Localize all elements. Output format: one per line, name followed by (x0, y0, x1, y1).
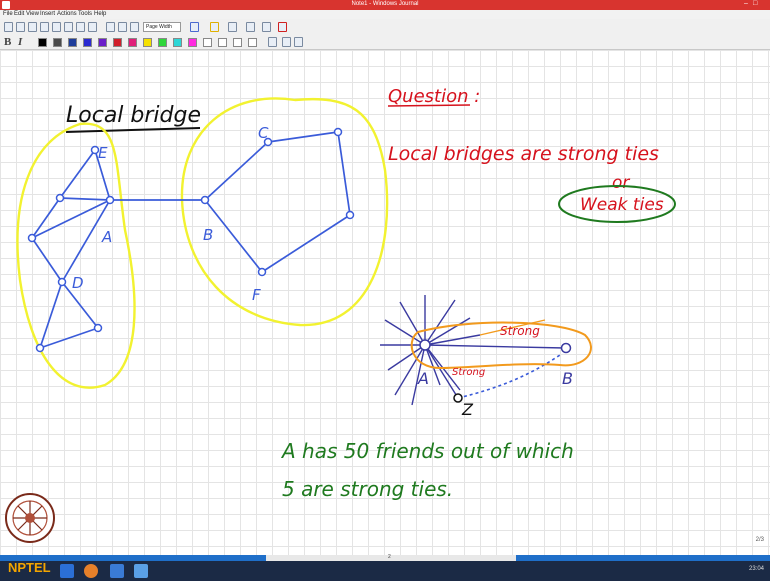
insert-space-icon[interactable] (262, 22, 271, 32)
node-label-c: C (258, 124, 269, 142)
inset-node-z (453, 393, 463, 403)
node-label-f: F (252, 286, 261, 304)
lasso-select-icon[interactable] (246, 22, 255, 32)
zoom-out-icon[interactable] (294, 37, 303, 47)
menu-view[interactable]: View (26, 11, 39, 17)
fact-line-2: 5 are strong ties. (282, 477, 453, 501)
inset-label-b: B (562, 369, 573, 388)
menu-edit[interactable]: Edit (14, 11, 25, 17)
page-indicator: 2/3 (755, 537, 764, 543)
format-toolbar: B I (0, 35, 770, 50)
question-or: or (612, 173, 630, 193)
star-node-spokes (380, 295, 566, 406)
menu-bar: File Edit View Insert Actions Tools Help (0, 10, 770, 19)
question-heading: Question : (388, 86, 480, 107)
firefox-icon[interactable] (84, 564, 98, 578)
weak-dashed-tie (457, 354, 561, 399)
menu-help[interactable]: Help (94, 11, 107, 17)
fact-line-1: A has 50 friends out of which (280, 439, 574, 463)
inset-label-a: A (417, 369, 429, 388)
nptel-wordmark: NPTEL (8, 560, 51, 575)
color-swatch[interactable] (248, 38, 257, 47)
color-swatch[interactable] (68, 38, 77, 47)
menu-insert[interactable]: Insert (40, 11, 56, 17)
node-label-b: B (203, 226, 213, 244)
node-label-a: A (101, 228, 112, 246)
bold-button[interactable]: B (4, 36, 12, 48)
color-swatch[interactable] (173, 38, 182, 47)
inset-strong-bottom: Strong (452, 367, 485, 378)
window-title: Note1 - Windows Journal (351, 1, 419, 7)
eraser-icon[interactable] (228, 22, 237, 32)
standard-toolbar: Page Width (0, 19, 770, 35)
pen-icon[interactable] (64, 22, 73, 32)
color-swatch[interactable] (83, 38, 92, 47)
menu-actions[interactable]: Actions (57, 11, 77, 17)
flag-icon[interactable] (278, 22, 287, 32)
search-icon[interactable] (52, 22, 61, 32)
color-swatch[interactable] (233, 38, 242, 47)
maximize-button[interactable]: □ (753, 0, 758, 7)
graph-nodes (27, 127, 355, 353)
pen-tool-icon[interactable] (190, 22, 199, 32)
weak-ties-circle (558, 185, 676, 223)
paste-icon[interactable] (88, 22, 97, 32)
hand-icon[interactable] (130, 22, 139, 32)
node-label-e: E (98, 144, 108, 162)
page-number-strip: 2 (266, 554, 516, 561)
inset-node-a (419, 339, 431, 351)
color-swatch[interactable] (188, 38, 197, 47)
right-graph-edges (204, 131, 351, 273)
color-swatch[interactable] (38, 38, 47, 47)
zoom-select[interactable]: Page Width (143, 22, 181, 32)
explorer-icon[interactable] (110, 564, 124, 578)
color-swatch[interactable] (128, 38, 137, 47)
node-label-d: D (72, 274, 84, 292)
cluster-left-outline (16, 122, 136, 389)
open-icon[interactable] (16, 22, 25, 32)
question-line1: Local bridges are strong ties (388, 143, 659, 165)
inset-strong-top: Strong (500, 324, 540, 338)
redo-icon[interactable] (118, 22, 127, 32)
inset-label-z: Z (461, 400, 474, 419)
cluster-right-outline (180, 97, 389, 327)
color-swatch[interactable] (203, 38, 212, 47)
page-strip-left (0, 555, 266, 561)
eyedropper-icon[interactable] (268, 37, 277, 47)
title-bar: Note1 - Windows Journal – □ (0, 0, 770, 10)
journal-page[interactable]: Local bridge (0, 50, 770, 555)
copy-icon[interactable] (76, 22, 85, 32)
undo-icon[interactable] (106, 22, 115, 32)
color-swatch[interactable] (218, 38, 227, 47)
left-graph-edges (31, 149, 205, 349)
color-swatch[interactable] (143, 38, 152, 47)
italic-button[interactable]: I (18, 36, 23, 48)
zoom-in-icon[interactable] (282, 37, 291, 47)
highlighter-icon[interactable] (210, 22, 219, 32)
page-strip-right (516, 555, 770, 561)
color-swatch[interactable] (158, 38, 167, 47)
system-clock: 23:04 (748, 566, 764, 572)
color-swatch[interactable] (113, 38, 122, 47)
menu-file[interactable]: File (3, 11, 13, 17)
page-number: 2 (388, 554, 391, 560)
strong-ties-loop (410, 321, 592, 370)
journal-app-icon (2, 1, 10, 9)
color-swatch[interactable] (98, 38, 107, 47)
inset-node-b (560, 342, 572, 354)
color-swatch[interactable] (53, 38, 62, 47)
question-weak-ties: Weak ties (580, 195, 664, 215)
start-button-icon[interactable] (60, 564, 74, 578)
journal-taskbar-icon[interactable] (134, 564, 148, 578)
new-note-icon[interactable] (4, 22, 13, 32)
nptel-logo (5, 493, 55, 543)
minimize-button[interactable]: – (744, 0, 748, 7)
taskbar: 23:04 (0, 561, 770, 581)
ink-layer: Local bridge (16, 86, 676, 501)
save-icon[interactable] (28, 22, 37, 32)
print-icon[interactable] (40, 22, 49, 32)
menu-tools[interactable]: Tools (78, 11, 93, 17)
